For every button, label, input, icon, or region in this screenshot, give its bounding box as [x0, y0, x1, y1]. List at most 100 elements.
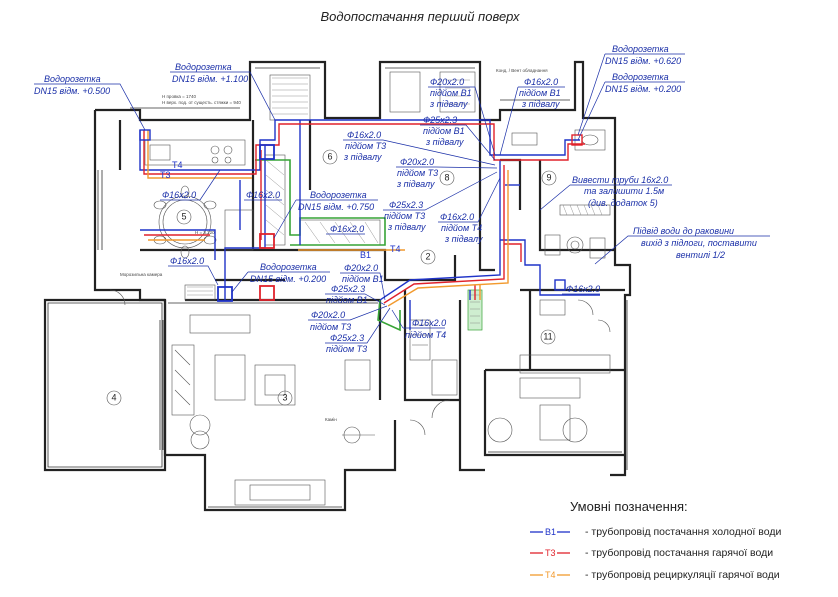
annotation-line: підйом В1: [326, 295, 368, 305]
annotation-line: (див. додаток 5): [588, 198, 658, 208]
legend-tag: Т3: [545, 548, 556, 558]
annotation-line: Ф25х2.3: [423, 115, 457, 125]
annotation-line: вентилі 1/2: [676, 250, 725, 260]
annotation-line: Ф16х2.0: [566, 284, 600, 294]
annotation-outlet-right-2: Водорозетка DN15 відм. +0.200: [577, 72, 685, 141]
annotation-riser-t4-16: Ф16х2.0 підйом Т4 з підвалу: [438, 177, 501, 244]
legend-text: - трубопровід постачання гарячої води: [585, 547, 773, 559]
legend-title: Умовні позначення:: [570, 499, 688, 514]
annotation-line: з підвалу: [396, 179, 435, 189]
room-number: 9: [546, 172, 551, 182]
svg-text:T4: T4: [390, 244, 401, 254]
annotation-line: Підвід води до раковини: [633, 226, 734, 236]
annotation-line: Ф25х2.3: [389, 200, 423, 210]
annotation-pipe-16-c: Ф16х2.0: [326, 224, 365, 235]
wall-details: [47, 67, 628, 508]
svg-text:T3: T3: [160, 170, 171, 180]
annotation-line: підйом В1: [342, 274, 384, 284]
annotation-line: Водорозетка: [612, 72, 669, 82]
annotation-line: DN15 відм. +0.200: [605, 84, 681, 94]
room-number: 8: [444, 172, 449, 182]
building-walls: [43, 60, 632, 512]
annotation-line: з підвалу: [343, 152, 382, 162]
annotation-line: з підвалу: [425, 137, 464, 147]
legend: Умовні позначення: В1 - трубопровід пост…: [530, 499, 781, 581]
room-number: 11: [543, 331, 552, 341]
annotation-line: DN15 відм. +1.100: [172, 74, 248, 84]
annotation-line: підйом Т4: [441, 223, 482, 233]
annotation-line: підйом В1: [423, 126, 465, 136]
fireplace-note: Камін: [325, 417, 337, 422]
annotation-line: вихід з підлоги, поставити: [641, 238, 757, 248]
annotation-outlet-right-1: Водорозетка DN15 відм. +0.620: [577, 44, 685, 136]
height-note: Н = 3.220: [195, 230, 215, 235]
annotation-line: Ф16х2.0: [330, 224, 364, 234]
equipment-note: Конд. / Вент обладнання: [496, 68, 548, 73]
furniture: [109, 129, 611, 506]
annotation-line: Ф20х2.0: [311, 310, 345, 320]
room-labels: 2 3 4 5 6 8 9 11: [106, 149, 557, 406]
annotation-line: з підвалу: [387, 222, 426, 232]
annotation-riser-t3-16: Ф16х2.0 підйом Т3 з підвалу: [343, 130, 496, 166]
svg-text:B1: B1: [360, 250, 371, 260]
annotation-line: Ф16х2.0: [162, 190, 196, 200]
annotation-line: та залишити 1.5м: [584, 186, 664, 196]
annotation-riser-b1-20: Ф20х2.0 підйом В1 з підвалу: [428, 77, 496, 156]
room-number: 4: [111, 392, 116, 402]
annotation-riser-t3-25: Ф25х2.3 підйом Т3 з підвалу: [383, 171, 498, 232]
annotation-line: з підвалу: [521, 99, 560, 109]
room-number: 5: [181, 211, 186, 221]
annotation-riser-t3-20: Ф20х2.0 підйом Т3 з підвалу: [396, 157, 498, 189]
annotation-line: Ф16х2.0: [170, 256, 204, 266]
annotation-outlet-middle: Водорозетка DN15 відм. +0.750: [273, 190, 378, 239]
legend-item-hot: Т3 - трубопровід постачання гарячої води: [530, 547, 773, 559]
annotation-line: Ф20х2.0: [400, 157, 434, 167]
annotation-line: підйом Т3: [310, 322, 351, 332]
annotation-line: Ф16х2.0: [246, 190, 280, 200]
cold-water-pipes-b1: [139, 119, 600, 330]
annotation-line: Водорозетка: [310, 190, 367, 200]
annotation-line: Ф25х2.3: [331, 284, 365, 294]
annotation-line: DN15 відм. +0.750: [298, 202, 374, 212]
annotation-line: підйом Т3: [345, 141, 386, 151]
room-number: 3: [282, 392, 287, 402]
legend-tag: В1: [545, 527, 556, 537]
annotation-line: підйом Т3: [397, 168, 438, 178]
annotation-line: Водорозетка: [260, 262, 317, 272]
annotation-line: підйом В1: [430, 88, 472, 98]
legend-item-cold: В1 - трубопровід постачання холодної вод…: [530, 526, 781, 538]
annotation-pipe-16-e: Ф16х2.0: [562, 284, 600, 295]
annotation-line: DN15 відм. +0.500: [34, 86, 110, 96]
annotation-pipe-16-d: Ф16х2.0: [168, 256, 219, 286]
annotation-outlet-top: Водорозетка DN15 відм. +1.100: [170, 62, 276, 121]
drawing-title: Водопостачання перший поверх: [321, 9, 520, 24]
legend-text: - трубопровід постачання холодної води: [585, 526, 781, 538]
annotation-line: Ф20х2.0: [430, 77, 464, 87]
annotation-riser-b1-20-lower: Ф20х2.0 підйом В1: [340, 263, 386, 301]
annotation-riser-b1-25: Ф25х2.3 підйом В1 з підвалу: [420, 115, 496, 161]
annotation-line: підйом Т3: [326, 344, 367, 354]
legend-item-recirculation: Т4 - трубопровід рециркуляції гарячої во…: [530, 569, 780, 581]
annotation-line: підйом Т4: [405, 330, 446, 340]
annotation-pipe-16-b: Ф16х2.0: [244, 190, 282, 201]
annotation-line: Ф16х2.0: [440, 212, 474, 222]
room-number: 2: [425, 251, 430, 261]
annotation-line: DN15 відм. +0.200: [250, 274, 326, 284]
annotation-line: підйом В1: [519, 88, 561, 98]
annotation-line: Ф20х2.0: [344, 263, 378, 273]
height-note: Н верх. под. от сущесть. стяжки = 940: [162, 100, 241, 105]
annotation-line: Ф16х2.0: [524, 77, 558, 87]
annotation-line: Ф16х2.0: [347, 130, 381, 140]
recirculation-pipes-t4: [147, 130, 509, 307]
annotation-line: підйом Т3: [384, 211, 425, 221]
annotation-riser-b1-16: Ф16х2.0 підйом В1 з підвалу: [499, 77, 565, 156]
pipe-route-tags: T4 T3 T4 B1: [160, 160, 401, 260]
annotation-line: Водорозетка: [612, 44, 669, 54]
svg-text:T4: T4: [172, 160, 183, 170]
annotation-line: Ф25х2.3: [330, 333, 364, 343]
height-note: Н провка = 1740: [162, 94, 197, 99]
annotation-riser-t3-20-lower: Ф20х2.0 підйом Т3: [308, 305, 388, 332]
annotation-line: Водорозетка: [44, 74, 101, 84]
fridge-note: Морозильна камера: [120, 272, 163, 277]
annotation-line: з підвалу: [429, 99, 468, 109]
